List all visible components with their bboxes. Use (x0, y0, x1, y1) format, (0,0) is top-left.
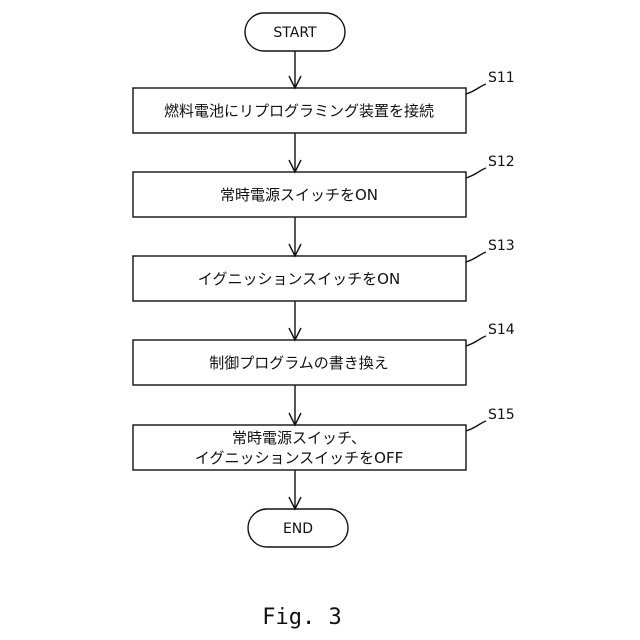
step-label-leaders (466, 84, 486, 431)
step-id-s15: S15 (488, 407, 515, 423)
step-s13-text: イグニッションスイッチをON (198, 270, 400, 288)
step-id-s14: S14 (488, 322, 515, 338)
step-id-s12: S12 (488, 154, 515, 170)
step-id-s13: S13 (488, 238, 515, 254)
step-s15-text-line1: 常時電源スイッチ、 (232, 429, 366, 447)
end-label: END (283, 521, 313, 537)
start-label: START (273, 25, 317, 41)
step-s11-text: 燃料電池にリプログラミング装置を接続 (164, 102, 434, 120)
step-s14-text: 制御プログラムの書き換え (209, 354, 389, 372)
step-s15-text-line2: イグニッションスイッチをOFF (195, 449, 403, 467)
figure-caption: Fig. 3 (262, 605, 341, 630)
step-s12-text: 常時電源スイッチをON (220, 186, 378, 204)
step-id-s11: S11 (488, 70, 515, 86)
